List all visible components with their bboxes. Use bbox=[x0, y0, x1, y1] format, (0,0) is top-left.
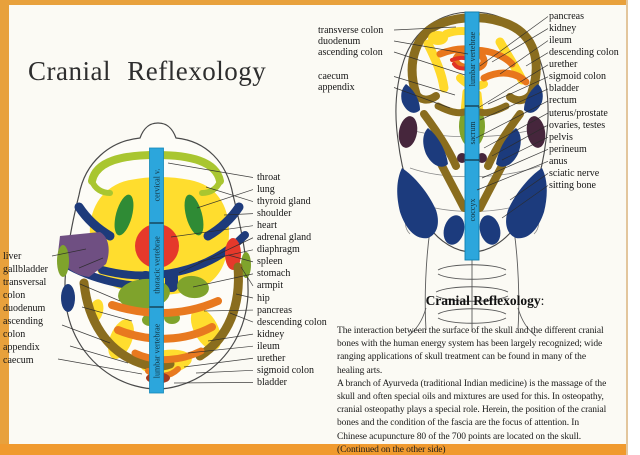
label-hip: hip bbox=[257, 292, 270, 304]
label-anus: anus bbox=[549, 155, 568, 167]
label-urether: urether bbox=[257, 352, 286, 364]
page-title: Cranial Reflexology bbox=[28, 56, 267, 86]
article-heading-colon: : bbox=[540, 293, 545, 308]
label-shoulder: shoulder bbox=[257, 208, 292, 220]
label-lung: lung bbox=[257, 184, 275, 196]
back-view-diagram: lumbar vertebrae sacrum coccyx bbox=[393, 11, 549, 337]
label-kidney: kidney bbox=[257, 328, 285, 340]
top-view-diagram: cervical v. thoracic vertebrae lumbar ve… bbox=[51, 122, 254, 394]
label-spleen: spleen bbox=[257, 256, 283, 268]
label-gallbladder: gallbladder bbox=[3, 263, 48, 275]
label-sciatic-nerve: sciatic nerve bbox=[549, 167, 600, 179]
spine-label-sacrum: sacrum bbox=[468, 121, 477, 145]
spine-bar-back-view: lumbar vertebrae sacrum coccyx bbox=[464, 11, 480, 261]
label-ileum: ileum bbox=[257, 340, 280, 352]
label-sigmoid-colon: sigmoid colon bbox=[549, 71, 606, 83]
label-appendix: appendix bbox=[3, 341, 40, 353]
label-descending-colon: descending colon bbox=[257, 316, 327, 328]
article-line: ranging applications of skull treatment … bbox=[337, 352, 586, 363]
label-armpit: armpit bbox=[257, 280, 284, 292]
label-duodenum: duodenum bbox=[318, 35, 361, 47]
article-line: skull and often special oils and mixture… bbox=[337, 392, 604, 402]
label-colon: colon bbox=[3, 328, 26, 340]
label-diaphragm: diaphragm bbox=[257, 244, 300, 256]
article-line: bones with the human energy system has b… bbox=[337, 339, 603, 350]
label-transversal: transversal bbox=[3, 276, 47, 288]
label-perineum: perineum bbox=[549, 143, 587, 155]
label-bladder: bladder bbox=[257, 376, 287, 388]
spine-label-lumbar-back: lumbar vertebrae bbox=[468, 31, 477, 86]
neck-sketch bbox=[407, 229, 537, 337]
border-right bbox=[626, 0, 628, 455]
label-pancreas: pancreas bbox=[549, 11, 584, 22]
label-pelvis: pelvis bbox=[549, 131, 573, 143]
article-line: healing arts. bbox=[337, 365, 383, 376]
label-sitting-bone: sitting bone bbox=[549, 179, 596, 191]
label-ileum: ileum bbox=[549, 35, 572, 47]
article-heading-text: Cranial Reflexology bbox=[425, 293, 541, 308]
article-heading: Cranial Reflexology: bbox=[337, 293, 633, 309]
label-caecum: caecum bbox=[318, 71, 349, 82]
spine-bar-top-view: cervical v. thoracic vertebrae lumbar ve… bbox=[149, 147, 164, 394]
label-adrenal-gland: adrenal gland bbox=[257, 232, 312, 244]
border-left bbox=[0, 0, 9, 455]
article-line: A branch of Ayurveda (traditional Indian… bbox=[337, 378, 607, 389]
label-sigmoid-colon: sigmoid colon bbox=[257, 364, 314, 376]
label-thyroid-gland: thyroid gland bbox=[257, 196, 311, 208]
label-descending-colon: descending colon bbox=[549, 47, 619, 59]
label-bladder: bladder bbox=[549, 83, 579, 95]
label-rectum: rectum bbox=[549, 95, 577, 107]
label-stomach: stomach bbox=[257, 268, 291, 280]
label-kidney: kidney bbox=[549, 23, 577, 35]
page-right-margin bbox=[628, 0, 640, 455]
label-ascending-colon: ascending colon bbox=[318, 46, 383, 58]
label-liver: liver bbox=[3, 250, 22, 262]
spine-label-cervical: cervical v. bbox=[153, 169, 162, 202]
label-transverse-colon: transverse colon bbox=[318, 24, 384, 36]
article-line: (Continued on the other side) bbox=[337, 444, 446, 455]
spine-label-lumbar: lumbar vertebrae bbox=[153, 323, 162, 378]
label-caecum: caecum bbox=[3, 354, 34, 366]
spine-label-coccyx: coccyx bbox=[468, 199, 477, 222]
label-duodenum: duodenum bbox=[3, 302, 46, 314]
organ-shapes-top-view bbox=[57, 150, 251, 384]
label-pancreas: pancreas bbox=[257, 304, 292, 316]
label-appendix: appendix bbox=[318, 82, 355, 93]
label-heart: heart bbox=[257, 220, 277, 232]
spine-label-thoracic: thoracic vertebrae bbox=[153, 236, 162, 294]
article-line: bones and the condition of the fascia ar… bbox=[337, 418, 579, 429]
label-colon: colon bbox=[3, 289, 26, 301]
label-uterus-prostate: uterus/prostate bbox=[549, 107, 608, 119]
label-throat: throat bbox=[257, 172, 281, 183]
label-urether: urether bbox=[549, 59, 578, 71]
article-line: Chinese acupuncture 80 of the 700 points… bbox=[337, 431, 582, 442]
border-bottom bbox=[0, 444, 640, 455]
article-line: The interaction between the surface of t… bbox=[337, 326, 604, 336]
article-line: cranial osteopathy plays a special role.… bbox=[337, 405, 607, 416]
label-ovaries-testes: ovaries, testes bbox=[549, 119, 606, 131]
leader-lines-back-view bbox=[393, 16, 549, 219]
border-top bbox=[0, 0, 640, 5]
article-block: Cranial Reflexology: The interaction bet… bbox=[337, 293, 633, 455]
leader-lines-top-view bbox=[51, 162, 254, 384]
label-ascending: ascending bbox=[3, 315, 43, 327]
